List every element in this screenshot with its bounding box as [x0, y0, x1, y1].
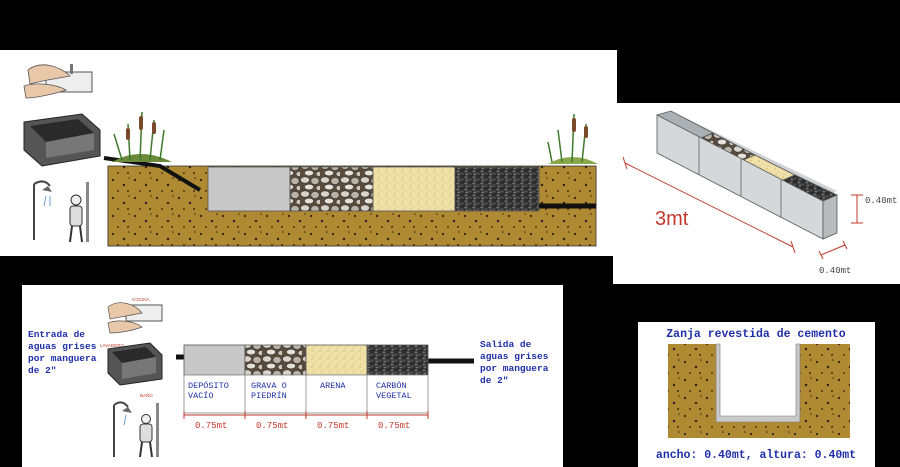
deposit-section: [183, 344, 246, 376]
plan-view-panel: Entrada de aguas grises por manguera de …: [22, 285, 563, 467]
deposit-layer: [207, 166, 291, 212]
section-label: DEPÓSITO: [188, 380, 229, 391]
trench-3d-panel: 3mt 0.40mt 0.40mt: [613, 103, 900, 284]
outlet-label-line: Salida de: [480, 339, 532, 350]
charcoal-section: [366, 344, 429, 376]
trench-section-panel: Zanja revestida de cemento ancho: 0.40mt…: [638, 322, 875, 467]
outlet-label-line: aguas grises: [480, 351, 549, 362]
section-dimension: 0.75mt: [195, 421, 227, 431]
sand-section: [305, 344, 368, 376]
section-label: VACÍO: [188, 390, 214, 401]
length-dimension-label: 3mt: [655, 208, 689, 230]
reed-plant-icon: [547, 113, 598, 164]
cross-section-panel: [0, 50, 617, 256]
section-dimension: 0.75mt: [256, 421, 288, 431]
outlet-label-line: por manguera: [480, 363, 549, 374]
sand-layer: [372, 166, 456, 212]
section-label: VEGETAL: [376, 391, 412, 401]
height-dimension-label: 0.40mt: [865, 196, 897, 206]
inlet-label-line: por manguera: [28, 353, 97, 364]
laundry-tub-icon: [23, 113, 101, 167]
shower-icon: [113, 401, 159, 458]
kitchen-label: COCINA: [132, 297, 150, 302]
width-dimension-label: 0.40mt: [819, 266, 851, 276]
section-dimension: 0.75mt: [317, 421, 349, 431]
laundry-label: LAVADERO: [100, 343, 124, 348]
sink-icon: [23, 64, 93, 99]
reed-plant-icon: [112, 111, 172, 162]
inlet-label-line: de 2": [28, 365, 57, 376]
gravel-layer: [289, 166, 374, 212]
inlet-label-line: Entrada de: [28, 329, 85, 340]
inlet-label-line: aguas grises: [28, 341, 97, 352]
section-label: PIEDRÍN: [251, 390, 287, 401]
trench-title: Zanja revestida de cemento: [666, 328, 846, 341]
section-label: CARBÓN: [376, 380, 407, 391]
sink-icon: [107, 302, 163, 334]
bath-label: BAÑO: [140, 392, 153, 398]
section-label: GRAVA O: [251, 381, 287, 391]
charcoal-layer: [454, 166, 540, 212]
shower-icon: [33, 180, 89, 243]
section-label: ARENA: [320, 381, 346, 391]
laundry-tub-icon: [107, 342, 163, 386]
outlet-label-line: de 2": [480, 375, 509, 386]
section-dimension: 0.75mt: [378, 421, 410, 431]
gravel-section: [244, 344, 307, 376]
trench-caption: ancho: 0.40mt, altura: 0.40mt: [656, 449, 856, 462]
